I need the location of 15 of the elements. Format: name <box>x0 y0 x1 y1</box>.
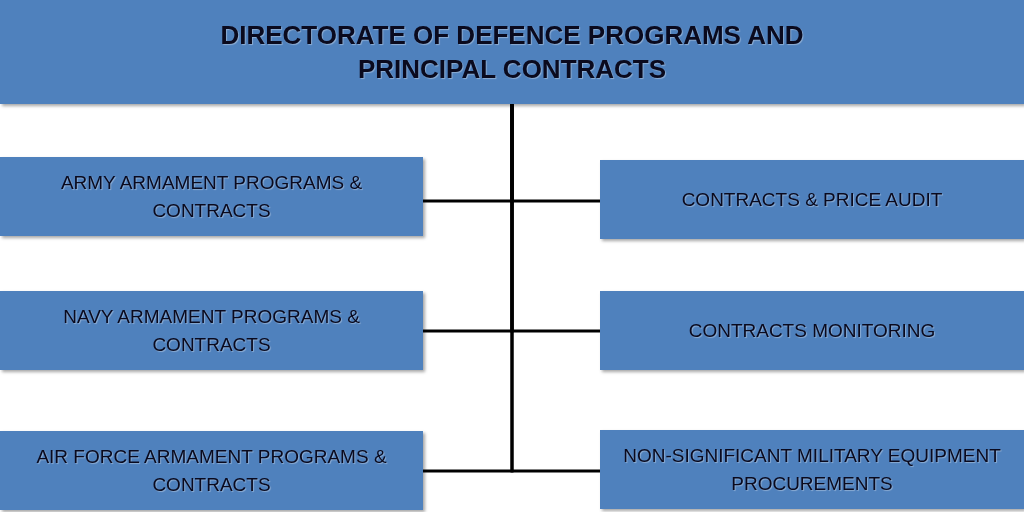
unit-label: CONTRACTS & PRICE AUDIT <box>681 187 943 212</box>
unit-box <box>600 430 1024 509</box>
unit-label: AIR FORCE ARMAMENT PROGRAMS & CONTRACTS <box>35 444 388 497</box>
unit-label: NAVY ARMAMENT PROGRAMS & CONTRACTS <box>62 304 361 357</box>
unit-box <box>600 291 1024 370</box>
title-text: DIRECTORATE OF DEFENCE PROGRAMS AND PRINCIPAL CONTRACTS <box>219 19 805 86</box>
header-box <box>0 0 1024 104</box>
unit-label: ARMY ARMAMENT PROGRAMS & CONTRACTS <box>59 170 364 223</box>
unit-box <box>0 157 423 236</box>
unit-box <box>0 431 423 510</box>
connector-line <box>510 104 600 473</box>
unit-label: CONTRACTS MONITORING <box>688 318 936 343</box>
unit-box <box>600 160 1024 239</box>
unit-label: NON-SIGNIFICANT MILITARY EQUIPMENT PROCUREMENTS <box>622 443 1002 496</box>
unit-box <box>0 291 423 370</box>
